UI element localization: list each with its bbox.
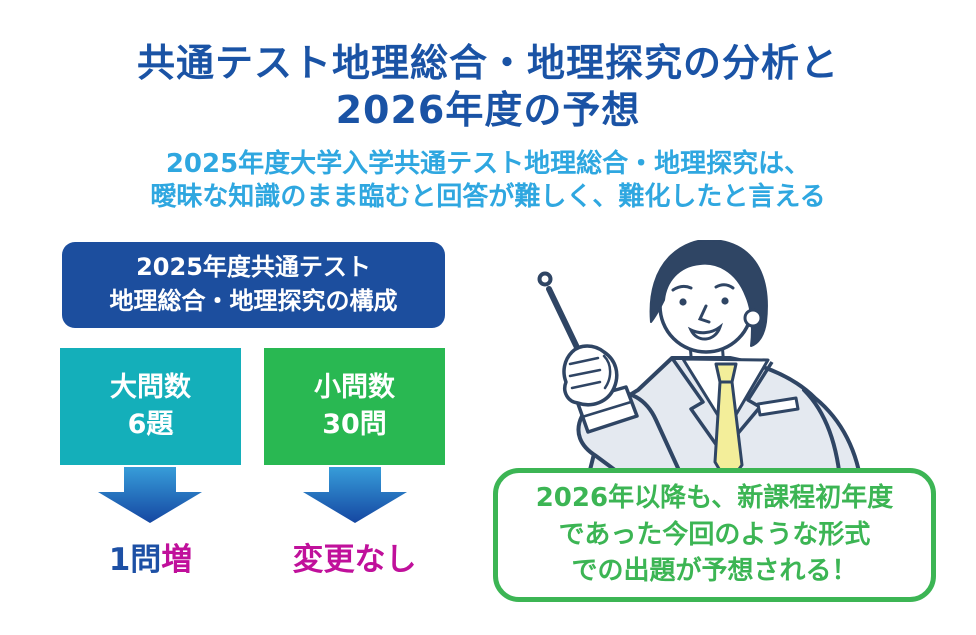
arrow-down-icon: [98, 467, 202, 523]
prediction-box: 2026年以降も、新課程初年度 であった今回のような形式 での出題が予想される！: [493, 468, 936, 602]
prediction-line2: であった今回のような形式: [558, 519, 871, 550]
card-major-questions: 大問数 6題: [60, 348, 241, 465]
outcome-major-change: 増: [161, 542, 193, 578]
page-title: 共通テスト地理総合・地理探究の分析と 2026年度の予想: [0, 40, 976, 134]
face-features: [671, 283, 735, 341]
outcome-major-count: 1問: [108, 542, 162, 578]
arrow-down-icon: [303, 467, 407, 523]
card-major-questions-value: 6題: [127, 408, 174, 440]
hair: [649, 240, 768, 347]
structure-header-line1: 2025年度共通テスト: [136, 253, 371, 282]
lapel-left: [670, 356, 722, 452]
page-subtitle: 2025年度大学入学共通テスト地理総合・地理探究は、 曖昧な知識のまま臨むと回答…: [0, 148, 976, 214]
card-minor-questions-label: 小問数: [314, 372, 395, 404]
outcome-minor-questions: 変更なし: [264, 534, 445, 579]
card-minor-questions-value: 30問: [322, 408, 387, 440]
structure-header: 2025年度共通テスト 地理総合・地理探究の構成: [62, 242, 445, 328]
ear: [743, 308, 763, 328]
lapel-right: [727, 361, 774, 446]
teacher-illustration: [537, 240, 864, 490]
page-title-line1: 共通テスト地理総合・地理探究の分析と: [136, 41, 839, 85]
outcome-minor-change: 変更なし: [292, 542, 417, 578]
pocket-square: [756, 396, 800, 417]
prediction-line1: 2026年以降も、新課程初年度: [535, 483, 894, 514]
hand: [562, 344, 619, 407]
card-major-questions-label: 大問数: [110, 372, 191, 404]
page-subtitle-line1: 2025年度大学入学共通テスト地理総合・地理探究は、: [165, 149, 811, 179]
tie: [713, 362, 744, 486]
card-minor-questions: 小問数 30問: [264, 348, 445, 465]
page-title-line2: 2026年度の予想: [335, 88, 641, 133]
structure-header-line2: 地理総合・地理探究の構成: [109, 287, 398, 315]
prediction-line3: での出題が予想される！: [571, 556, 858, 587]
page-subtitle-line2: 曖昧な知識のまま臨むと回答が難しく、難化したと言える: [150, 182, 826, 213]
outcome-major-questions: 1問増: [60, 534, 241, 579]
